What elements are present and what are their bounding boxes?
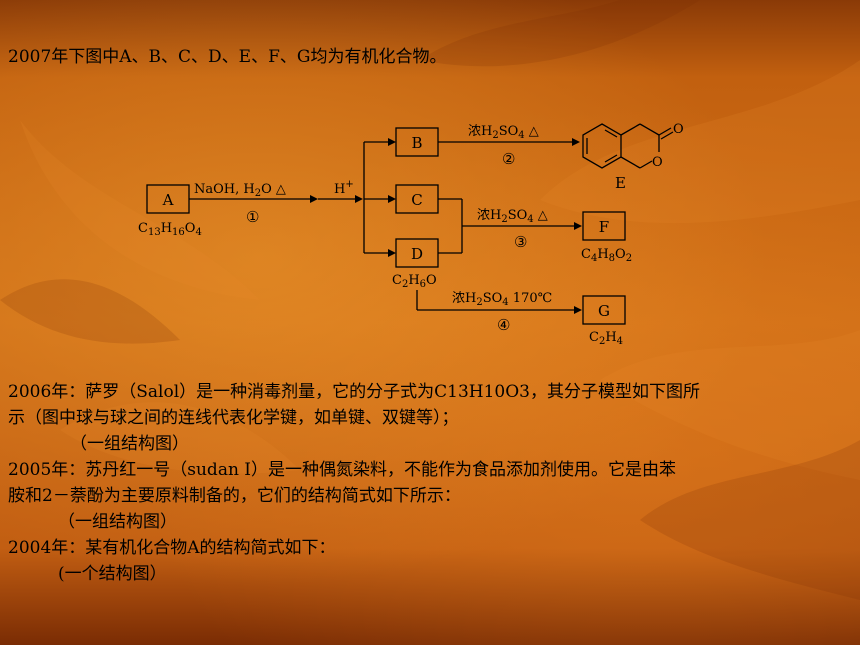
label-A: A — [162, 191, 174, 209]
text-2004-placeholder: (一个结构图） — [58, 564, 167, 584]
ring-O-carbonyl: O — [673, 122, 684, 137]
step-1: ① — [246, 208, 259, 226]
formula-F: C4H8O2 — [581, 247, 632, 264]
label-F: F — [599, 218, 609, 236]
reagent-1: NaOH, H2O △ — [194, 182, 286, 199]
label-G: G — [598, 302, 610, 320]
ring-O-ether: O — [652, 155, 663, 170]
formula-A: C13H16O4 — [138, 221, 202, 238]
text-2006-placeholder: （一组结构图） — [70, 434, 189, 454]
text-2004-line1: 2004年：某有机化合物A的结构简式如下： — [8, 538, 336, 558]
reagent-hplus: H+ — [334, 179, 354, 197]
intro-2007: 2007年下图中A、B、C、D、E、F、G均为有机化合物。 — [8, 47, 447, 67]
box-F — [582, 211, 626, 241]
label-E: E — [615, 174, 626, 192]
structure-E — [582, 123, 674, 169]
text-2005-line1: 2005年：苏丹红一号（sudan Ⅰ）是一种偶氮染料，不能作为食品添加剂使用。… — [8, 460, 677, 480]
label-C: C — [411, 191, 422, 209]
text-2005-line2: 胺和2－萘酚为主要原料制备的，它们的结构简式如下所示： — [8, 486, 461, 506]
step-3: ③ — [514, 233, 527, 251]
text-2006-line2: 示（图中球与球之间的连线代表化学键，如单键、双键等）； — [8, 408, 459, 428]
formula-D: C2H6O — [392, 273, 437, 290]
step-4: ④ — [497, 316, 510, 334]
label-D: D — [411, 245, 423, 263]
box-G — [582, 295, 626, 325]
step-2: ② — [502, 150, 515, 168]
reagent-2: 浓H2SO4 △ — [468, 124, 539, 141]
reagent-3: 浓H2SO4 △ — [477, 208, 548, 225]
label-B: B — [411, 134, 422, 152]
text-2005-placeholder: （一组结构图） — [58, 512, 177, 532]
text-2006-line1: 2006年：萨罗（Salol）是一种消毒剂量，它的分子式为C13H10O3，其分… — [8, 382, 701, 402]
formula-G: C2H4 — [589, 330, 623, 347]
reagent-4: 浓H2SO4 170℃ — [452, 291, 552, 308]
